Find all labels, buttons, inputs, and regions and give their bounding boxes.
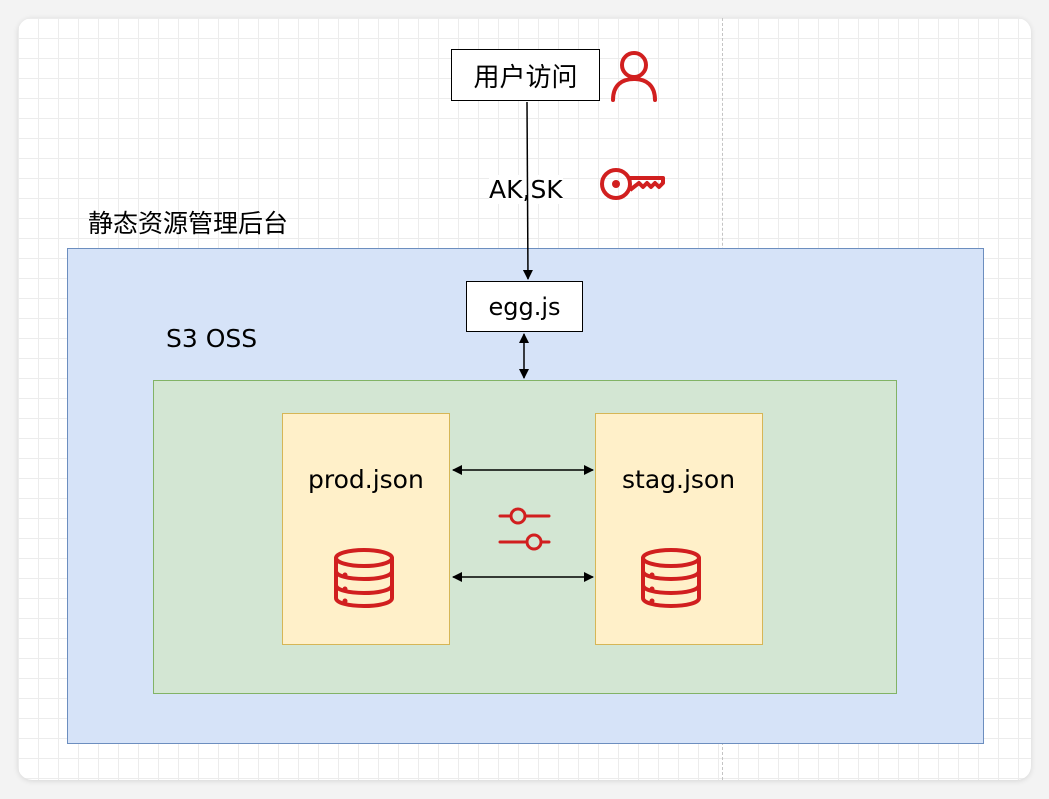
credentials-label: AK,SK: [489, 175, 563, 204]
backend-title: 静态资源管理后台: [88, 209, 289, 238]
user-icon: [611, 51, 657, 102]
prod-json-box[interactable]: [282, 413, 450, 645]
prod-json-label: prod.json: [308, 465, 424, 494]
user-access-box[interactable]: 用户访问: [451, 49, 600, 101]
oss-container[interactable]: [153, 380, 897, 694]
egg-js-label: egg.js: [488, 292, 561, 321]
egg-js-box[interactable]: egg.js: [466, 281, 583, 332]
database-icon: [641, 548, 701, 609]
key-icon: [600, 168, 665, 200]
oss-title: S3 OSS: [166, 324, 258, 353]
user-access-label: 用户访问: [473, 62, 578, 93]
sliders-icon: [498, 507, 551, 551]
stag-json-box[interactable]: [595, 413, 763, 645]
stag-json-label: stag.json: [622, 465, 736, 494]
database-icon: [334, 548, 394, 609]
